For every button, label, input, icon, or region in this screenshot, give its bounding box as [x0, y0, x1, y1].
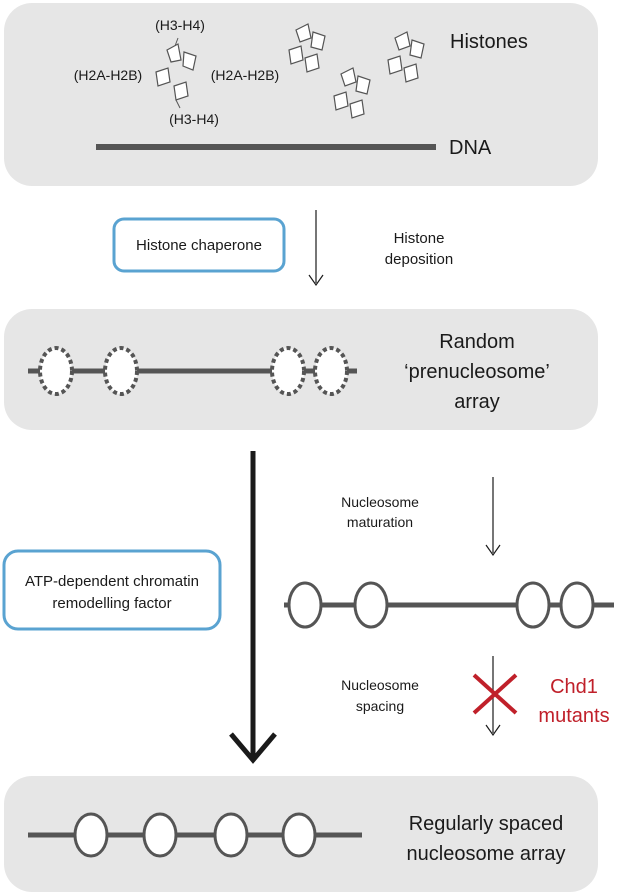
h3h4-top-label: (H3-H4) [155, 17, 205, 33]
histone-deposition-line1: Histone [394, 230, 445, 247]
prenucleosome [103, 346, 139, 396]
blocked-cross-icon [472, 673, 518, 715]
prenucleosome-line3: array [454, 391, 500, 413]
histone-deposition-line2: deposition [385, 251, 453, 268]
histone-octamer [288, 23, 326, 73]
nucleosome [353, 581, 389, 629]
maturation-line2: maturation [347, 514, 413, 530]
h3h4-bottom-label: (H3-H4) [169, 111, 219, 127]
pointer-line [174, 37, 179, 47]
remodelling-factor-box [2, 549, 222, 631]
nucleosome [142, 812, 178, 858]
histones-label: Histones [450, 31, 528, 53]
spacing-arrow-head [485, 724, 501, 737]
prenucleosome [270, 346, 306, 396]
regular-array-line1: Regularly spaced [409, 813, 564, 835]
remodelling-factor-line2: remodelling factor [52, 595, 171, 612]
main-arrow-head [229, 732, 277, 764]
maturation-arrow-head [485, 544, 501, 557]
regular-array-line2: nucleosome array [407, 843, 566, 865]
nucleosome [281, 812, 317, 858]
deposition-arrow-head [308, 274, 324, 287]
histone-chaperone-label: Histone chaperone [136, 237, 262, 254]
nucleosome [287, 581, 323, 629]
h2ah2b-right-label: (H2A-H2B) [211, 67, 279, 83]
spacing-line1: Nucleosome [341, 677, 419, 693]
nucleosome [73, 812, 109, 858]
h2ah2b-left-label: (H2A-H2B) [74, 67, 142, 83]
remodelling-factor-line1: ATP-dependent chromatin [25, 573, 199, 590]
chd1-mutants-line1: Chd1 [550, 676, 598, 698]
pointer-line [175, 99, 181, 109]
histones-dna-panel [4, 3, 598, 186]
prenucleosome-line2: ‘prenucleosome’ [404, 361, 550, 383]
dna-label: DNA [449, 137, 492, 159]
prenucleosome-line1: Random [439, 331, 515, 353]
nucleosome [213, 812, 249, 858]
maturation-line1: Nucleosome [341, 494, 419, 510]
histone-octamer [387, 31, 425, 83]
histone-chaperone-box [112, 217, 286, 273]
nucleosome [559, 581, 595, 629]
nucleosome [515, 581, 551, 629]
histone-octamer-labelled [155, 43, 197, 101]
prenucleosome [313, 346, 349, 396]
spacing-line2: spacing [356, 698, 404, 714]
histone-octamer [333, 67, 371, 119]
prenucleosome [38, 346, 74, 396]
chd1-mutants-line2: mutants [538, 705, 609, 727]
